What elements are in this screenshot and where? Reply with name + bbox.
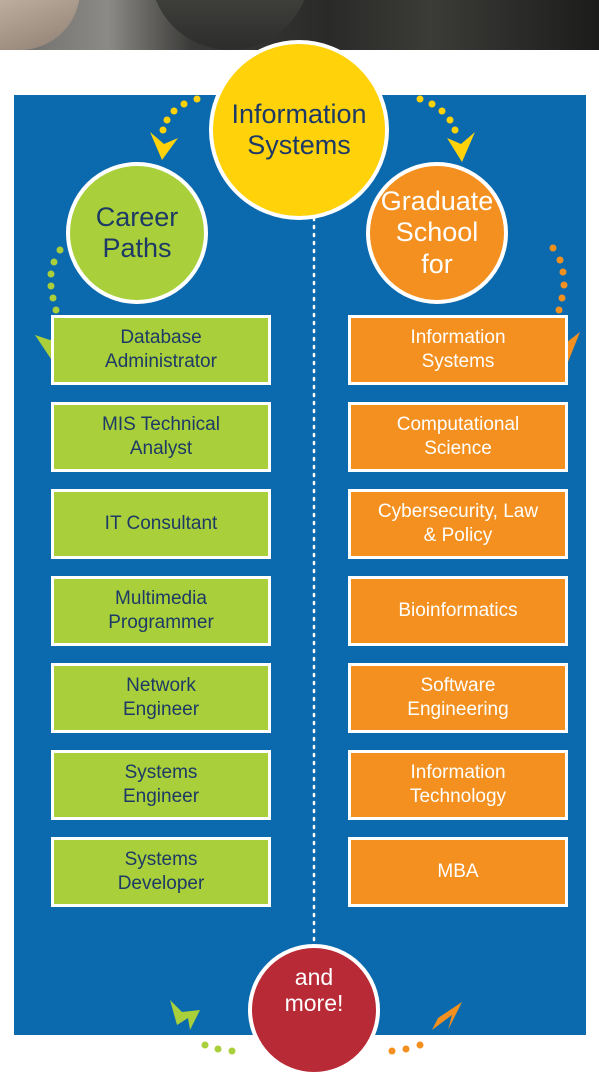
graduate-box-4: Bioinformatics — [348, 576, 568, 646]
career-box-3: IT Consultant — [51, 489, 271, 559]
career-box-7: Systems Developer — [51, 837, 271, 907]
dots-bottom-left — [201, 1041, 236, 1055]
graduate-box-7: MBA — [348, 837, 568, 907]
career-box-6: Systems Engineer — [51, 750, 271, 820]
career-box-2: MIS Technical Analyst — [51, 402, 271, 472]
graduate-box-3: Cybersecurity, Law & Policy — [348, 489, 568, 559]
career-box-4: Multimedia Programmer — [51, 576, 271, 646]
graduate-box-2: Computational Science — [348, 402, 568, 472]
information-systems-circle: Information Systems — [209, 40, 389, 220]
arrow-top-right — [447, 132, 475, 162]
dots-bottom-right — [388, 1041, 424, 1055]
dots-top-left — [159, 95, 201, 134]
and-more-label: and more! — [284, 964, 344, 1017]
graduate-school-label: Graduate School for — [380, 186, 494, 279]
and-more-circle: and more! — [248, 944, 380, 1076]
graduate-box-1: Information Systems — [348, 315, 568, 385]
arrow-top-left — [150, 132, 178, 160]
graduate-box-5: Software Engineering — [348, 663, 568, 733]
arrow-bottom-left — [170, 1000, 200, 1030]
graduate-school-circle: Graduate School for — [366, 162, 508, 304]
arrow-bottom-right — [432, 1002, 462, 1030]
career-box-5: Network Engineer — [51, 663, 271, 733]
graduate-box-6: Information Technology — [348, 750, 568, 820]
career-paths-label: Career Paths — [95, 201, 179, 263]
dots-top-right — [416, 95, 459, 134]
career-paths-circle: Career Paths — [66, 162, 208, 304]
information-systems-label: Information Systems — [231, 98, 367, 160]
career-box-1: Database Administrator — [51, 315, 271, 385]
dots-right — [549, 244, 568, 314]
